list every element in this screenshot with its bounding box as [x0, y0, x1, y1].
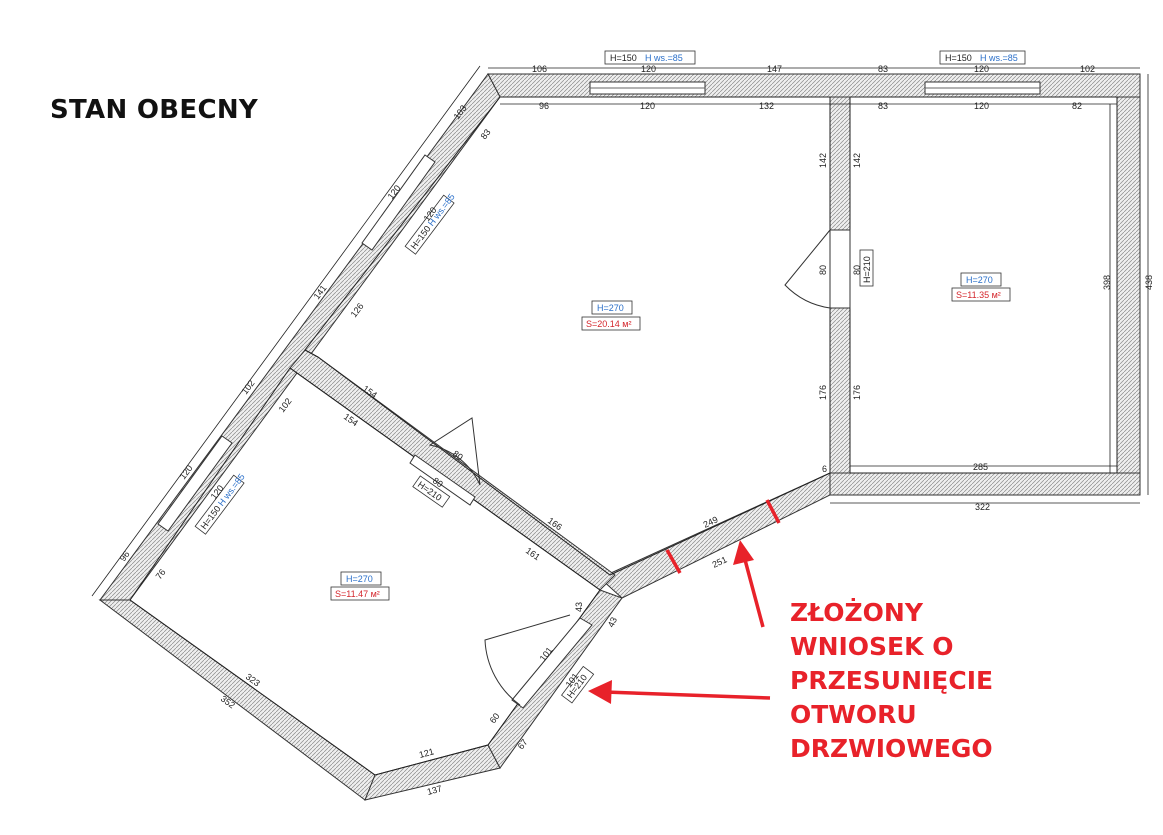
window-h: H=150 — [945, 53, 972, 63]
svg-text:176: 176 — [818, 385, 828, 400]
svg-text:120: 120 — [974, 101, 989, 111]
wall-top — [487, 73, 1141, 98]
red-markings — [588, 499, 781, 704]
window-hws: H ws.=85 — [980, 53, 1018, 63]
room-area: S=11.47 м² — [335, 589, 380, 599]
wall-inner-diagonal — [289, 349, 616, 591]
window-diag-low — [157, 435, 233, 532]
svg-text:142: 142 — [818, 153, 828, 168]
window-diag-top — [361, 154, 436, 251]
svg-text:137: 137 — [426, 783, 443, 797]
red-mark-right — [765, 499, 781, 524]
arrow-left — [604, 690, 771, 700]
note-line: DRZWIOWEGO — [790, 734, 993, 763]
svg-text:76: 76 — [154, 567, 168, 581]
svg-text:102: 102 — [1080, 64, 1095, 74]
red-mark-left — [665, 549, 682, 574]
note-line: PRZESUNIĘCIE — [790, 666, 994, 695]
door-label-right-room: H=210 — [859, 249, 874, 287]
svg-text:126: 126 — [349, 301, 366, 319]
room-height: H=270 — [597, 303, 624, 313]
svg-text:121: 121 — [418, 746, 435, 760]
svg-text:438: 438 — [1144, 275, 1154, 290]
arrowhead-up — [733, 540, 754, 565]
note-line: OTWORU — [790, 700, 917, 729]
svg-text:H=210: H=210 — [862, 256, 872, 283]
window-h: H=150 — [610, 53, 637, 63]
window-label-top-left: H=150 H ws.=85 — [604, 50, 696, 65]
svg-text:120: 120 — [641, 64, 656, 74]
room-label-right: H=270 S=11.35 м² — [951, 272, 1011, 302]
note-line: WNIOSEK O — [790, 632, 954, 661]
svg-text:142: 142 — [852, 153, 862, 168]
door-lower-room — [511, 617, 593, 709]
wall-connector — [599, 472, 831, 599]
svg-text:60: 60 — [488, 711, 502, 725]
page-title: STAN OBECNY — [50, 95, 259, 125]
svg-text:147: 147 — [767, 64, 782, 74]
windows — [157, 81, 1041, 532]
room-area: S=11.35 м² — [956, 290, 1001, 300]
door-right-room — [829, 229, 851, 309]
wall-right — [1116, 96, 1141, 496]
room-label-big: H=270 S=20.14 м² — [581, 300, 641, 331]
wall-bottom-right — [829, 472, 1141, 496]
wall-lower-right — [487, 589, 623, 769]
svg-text:43: 43 — [606, 616, 619, 629]
window-hws: H ws.=85 — [645, 53, 683, 63]
svg-text:120: 120 — [974, 64, 989, 74]
svg-text:83: 83 — [479, 127, 493, 141]
window-label-top-right: H=150 H ws.=85 — [939, 50, 1026, 65]
svg-text:251: 251 — [711, 554, 729, 569]
arrowhead-left — [588, 680, 612, 704]
svg-text:67: 67 — [516, 737, 530, 751]
svg-text:96: 96 — [118, 549, 132, 563]
room-height: H=270 — [346, 574, 373, 584]
arrow-up — [742, 555, 765, 628]
room-area: S=20.14 м² — [586, 319, 631, 329]
annotation-note: ZŁOŻONY WNIOSEK O PRZESUNIĘCIE OTWORU DR… — [790, 596, 993, 766]
dimension-texts: 106 120 147 83 120 102 96 120 132 83 120… — [118, 64, 1154, 797]
door-middle — [409, 454, 476, 506]
svg-text:83: 83 — [878, 64, 888, 74]
svg-text:96: 96 — [539, 101, 549, 111]
svg-text:132: 132 — [759, 101, 774, 111]
room-height: H=270 — [966, 275, 993, 285]
svg-text:398: 398 — [1102, 275, 1112, 290]
svg-text:285: 285 — [973, 462, 988, 472]
svg-text:82: 82 — [1072, 101, 1082, 111]
room-outlines — [129, 96, 1118, 776]
svg-text:322: 322 — [975, 502, 990, 512]
wall-lower-left — [98, 599, 376, 801]
svg-text:80: 80 — [852, 265, 862, 275]
svg-text:43: 43 — [574, 602, 584, 612]
svg-text:83: 83 — [878, 101, 888, 111]
svg-text:80: 80 — [818, 265, 828, 275]
svg-text:120: 120 — [640, 101, 655, 111]
svg-text:80: 80 — [451, 448, 465, 462]
dimension-lines — [91, 65, 1149, 597]
svg-text:106: 106 — [532, 64, 547, 74]
svg-text:102: 102 — [277, 396, 294, 414]
svg-text:161: 161 — [524, 545, 542, 562]
doors — [409, 229, 851, 709]
svg-text:6: 6 — [822, 464, 827, 474]
svg-text:80: 80 — [431, 475, 445, 489]
room-label-lower: H=270 S=11.47 м² — [330, 571, 390, 601]
note-line: ZŁOŻONY — [790, 598, 923, 627]
svg-text:176: 176 — [852, 385, 862, 400]
